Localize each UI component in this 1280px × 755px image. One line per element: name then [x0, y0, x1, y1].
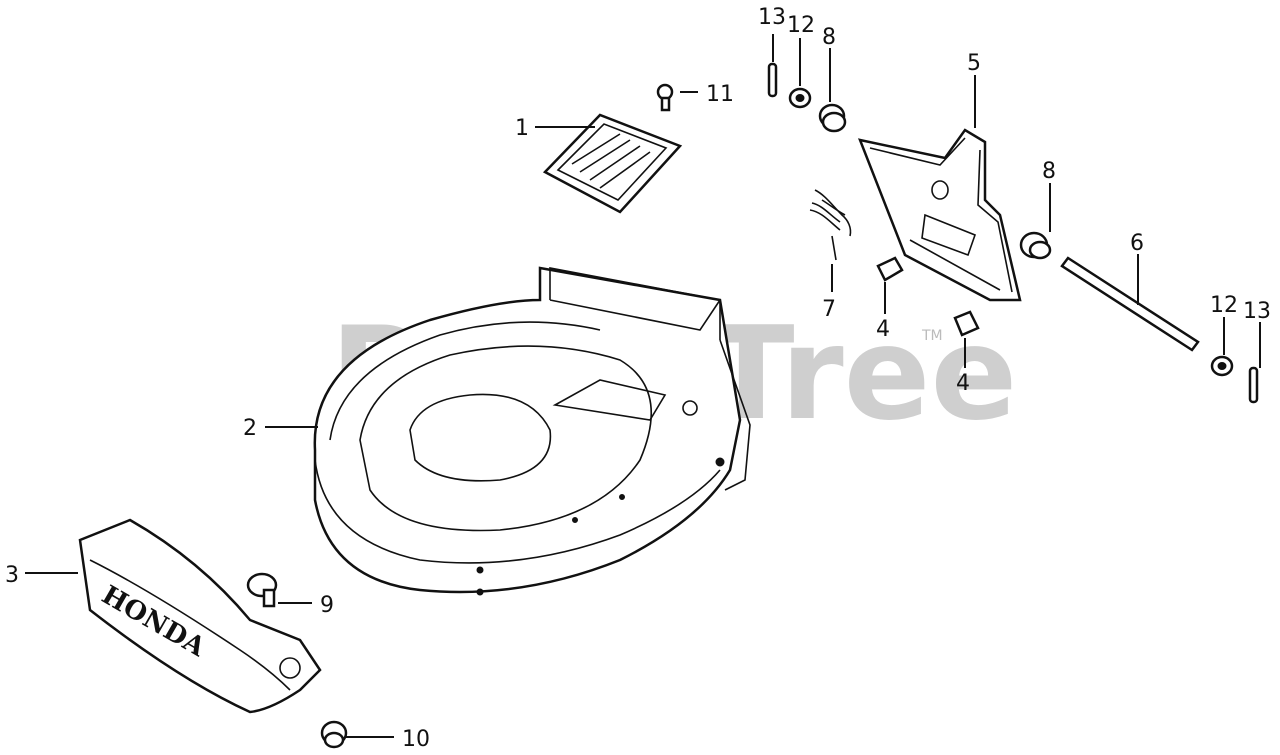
callout-2: 2 — [243, 416, 257, 441]
callout-11: 11 — [706, 82, 734, 107]
callout-labels: 1 2 3 4 4 5 6 7 8 8 9 10 11 12 12 13 13 — [5, 5, 1271, 752]
callout-13b: 13 — [1243, 299, 1271, 324]
callout-7: 7 — [822, 297, 836, 322]
part-washer-12-right[interactable] — [1210, 355, 1234, 377]
part-vent-cover[interactable] — [542, 113, 683, 214]
part-pin-13-top[interactable] — [767, 62, 778, 98]
part-screw-11[interactable] — [656, 83, 674, 112]
callout-8b: 8 — [1042, 159, 1056, 184]
part-knob-4-b[interactable] — [953, 310, 980, 337]
part-nut-10[interactable] — [320, 720, 348, 749]
callout-12a: 12 — [787, 13, 815, 38]
callout-4a: 4 — [876, 317, 890, 342]
part-bushing-8-top[interactable] — [818, 103, 847, 133]
part-spring-7[interactable] — [809, 189, 852, 261]
part-pin-13-right[interactable] — [1248, 366, 1259, 404]
callout-13a: 13 — [758, 5, 786, 30]
callout-4b: 4 — [956, 371, 970, 396]
callout-9: 9 — [320, 593, 334, 618]
part-mower-deck[interactable] — [313, 266, 751, 596]
part-knob-4-a[interactable] — [876, 256, 904, 282]
callout-8a: 8 — [822, 25, 836, 50]
part-rear-guard[interactable]: HONDA — [78, 518, 322, 714]
part-washer-12-top[interactable] — [788, 87, 812, 109]
leader-lines — [25, 34, 1261, 738]
watermark-trademark: TM — [921, 328, 943, 344]
callout-10: 10 — [402, 727, 430, 752]
part-bushing-8-right[interactable] — [1019, 231, 1052, 260]
callout-6: 6 — [1130, 231, 1144, 256]
part-bracket-5[interactable] — [857, 128, 1022, 302]
callout-5: 5 — [967, 51, 981, 76]
callout-12b: 12 — [1210, 293, 1238, 318]
part-axle-rod-6[interactable] — [1060, 256, 1200, 352]
callout-1: 1 — [515, 116, 529, 141]
callout-3: 3 — [5, 563, 19, 588]
part-bolt-9[interactable] — [246, 572, 278, 608]
